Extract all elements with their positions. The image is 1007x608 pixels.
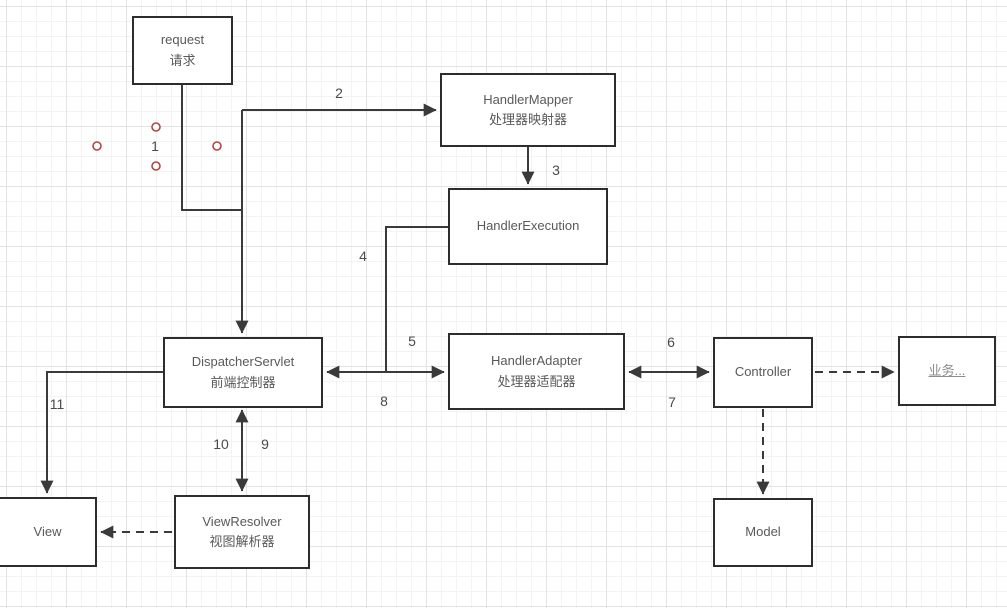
node-controller-label: Controller — [734, 364, 792, 380]
node-view-label: View — [33, 523, 62, 539]
node-controller[interactable]: Controller — [713, 337, 813, 408]
node-handler-mapper-sublabel: 处理器映射器 — [488, 112, 567, 127]
node-business-label: 业务... — [928, 362, 966, 378]
node-dispatcher-servlet-sublabel: 前端控制器 — [210, 374, 276, 390]
edge-11-dispatcherservlet-to-view[interactable] — [40, 371, 163, 494]
edge-label-9: 9 — [261, 436, 269, 452]
node-business[interactable]: 业务... — [898, 336, 996, 406]
connection-point[interactable] — [212, 141, 222, 151]
edge-label-11: 11 — [49, 396, 65, 412]
edge-label-1: 1 — [151, 138, 159, 154]
node-model[interactable]: Model — [713, 498, 813, 567]
edge-label-8: 8 — [380, 393, 388, 409]
node-view[interactable]: View — [0, 497, 97, 567]
node-view-resolver-label: ViewResolver — [202, 513, 282, 529]
node-handler-execution-label: HandlerExecution — [476, 218, 580, 234]
connection-point[interactable] — [151, 161, 161, 171]
edge-label-2: 2 — [335, 85, 343, 101]
node-handler-adapter[interactable]: HandlerAdapter 处理器适配器 — [448, 333, 625, 410]
edge-label-7: 7 — [668, 394, 676, 410]
node-handler-adapter-sublabel: 处理器适配器 — [497, 373, 576, 389]
node-handler-mapper[interactable]: HandlerMapper 处理器映射器 — [440, 73, 616, 147]
node-dispatcher-servlet[interactable]: DispatcherServlet 前端控制器 — [163, 337, 323, 408]
edge-label-4: 4 — [359, 248, 367, 264]
node-request-sublabel: 请求 — [169, 52, 196, 68]
node-dispatcher-servlet-label: DispatcherServlet — [191, 354, 295, 370]
node-handler-execution[interactable]: HandlerExecution — [448, 188, 608, 265]
connection-point[interactable] — [151, 122, 161, 132]
node-request[interactable]: request 请求 — [132, 16, 233, 85]
node-view-resolver-sublabel: 视图解析器 — [209, 534, 275, 549]
edge-1-request-elbow[interactable] — [181, 85, 242, 211]
node-model-label: Model — [745, 524, 781, 540]
edge-label-6: 6 — [667, 334, 675, 350]
node-view-resolver[interactable]: ViewResolver 视图解析器 — [174, 495, 310, 569]
edge-4-handlerexecution-elbow[interactable] — [385, 226, 448, 371]
node-handler-adapter-label: HandlerAdapter — [490, 353, 583, 369]
node-handler-mapper-label: HandlerMapper — [483, 91, 573, 107]
node-request-label: request — [160, 32, 205, 48]
edge-label-5: 5 — [408, 333, 416, 349]
connection-point[interactable] — [92, 141, 102, 151]
edge-label-3: 3 — [552, 162, 560, 178]
edge-label-10: 10 — [213, 436, 229, 452]
